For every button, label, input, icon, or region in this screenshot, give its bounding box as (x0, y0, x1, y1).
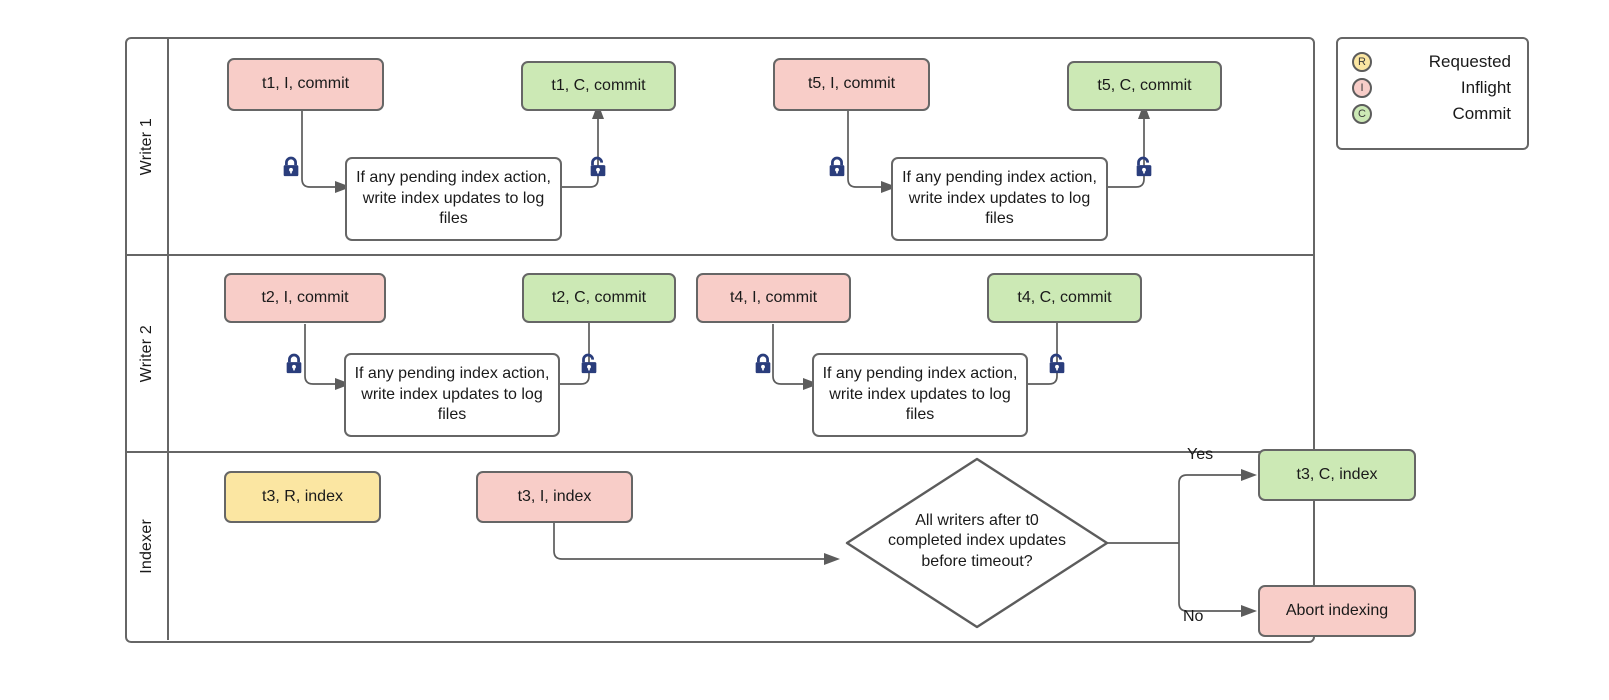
node-label: t5, C, commit (1097, 76, 1192, 94)
node-label: t4, I, commit (729, 288, 818, 306)
lane-label-writer-2: Writer 2 (138, 324, 155, 383)
node-t1-commit[interactable]: t1, C, commit (521, 61, 676, 111)
node-t5-process[interactable]: If any pending index action, write index… (891, 157, 1108, 241)
node-label: If any pending index action, write index… (822, 365, 1018, 424)
node-t5-inflight[interactable]: t5, I, commit (773, 58, 930, 111)
lock-open-icon (1136, 156, 1152, 177)
lane-writer-1: Writer 1 t1, I, (127, 39, 1313, 254)
node-label: t2, C, commit (551, 288, 647, 306)
lock-closed-icon (829, 156, 845, 177)
lock-open-icon (581, 353, 597, 374)
node-label: t2, I, commit (261, 288, 349, 306)
legend-box: R Requested I Inflight C Commit (1336, 37, 1529, 150)
branch-label-yes: Yes (1187, 446, 1214, 463)
badge-letter: R (1358, 56, 1366, 68)
lane-body-writer-1: t1, I, commit If any pending index actio… (169, 39, 1313, 254)
node-abort-indexing[interactable]: Abort indexing (1258, 585, 1416, 637)
node-t3-requested[interactable]: t3, R, index (224, 471, 381, 523)
node-label: t3, I, index (517, 487, 592, 505)
node-label: Abort indexing (1285, 601, 1389, 619)
lane-header-indexer: Indexer (127, 453, 169, 640)
badge-letter: I (1360, 82, 1364, 94)
node-label: If any pending index action, write index… (354, 365, 550, 424)
legend-label-commit: Commit (1452, 104, 1511, 123)
node-t2-commit[interactable]: t2, C, commit (522, 273, 676, 323)
lock-closed-icon (755, 353, 771, 374)
lock-open-icon (1049, 353, 1065, 374)
lock-closed-icon (286, 353, 302, 374)
swimlane-container: Writer 1 t1, I, (125, 37, 1416, 643)
node-t5-commit[interactable]: t5, C, commit (1067, 61, 1222, 111)
node-t1-inflight[interactable]: t1, I, commit (227, 58, 384, 111)
node-t3-commit[interactable]: t3, C, index (1258, 449, 1416, 501)
node-t1-process[interactable]: If any pending index action, write index… (345, 157, 562, 241)
lane-label-writer-1: Writer 1 (138, 117, 155, 176)
node-label: If any pending index action, write index… (356, 169, 551, 228)
inflight-badge-icon: I (1352, 78, 1372, 98)
commit-badge-icon: C (1352, 104, 1372, 124)
legend-item-requested: R Requested (1352, 49, 1513, 75)
node-label: t3, C, index (1296, 465, 1378, 483)
lane-indexer: Indexer All wri (127, 446, 1416, 640)
lane-body-indexer: All writers after t0 completed index upd… (169, 446, 1416, 640)
node-label: t3, R, index (262, 487, 343, 505)
lock-closed-icon (283, 156, 299, 177)
node-label: t1, I, commit (261, 75, 350, 93)
legend-item-commit: C Commit (1352, 101, 1513, 127)
node-label: t5, I, commit (807, 75, 896, 93)
node-label: If any pending index action, write index… (902, 169, 1097, 228)
node-t4-process[interactable]: If any pending index action, write index… (812, 353, 1028, 437)
branch-label-no: No (1183, 608, 1204, 625)
lane-header-writer-1: Writer 1 (127, 39, 169, 254)
lane-label-indexer: Indexer (138, 519, 155, 574)
requested-badge-icon: R (1352, 52, 1372, 72)
badge-letter: C (1358, 108, 1366, 120)
node-t2-inflight[interactable]: t2, I, commit (224, 273, 386, 323)
node-t4-commit[interactable]: t4, C, commit (987, 273, 1142, 323)
legend-label-requested: Requested (1428, 52, 1511, 71)
node-t3-inflight[interactable]: t3, I, index (476, 471, 633, 523)
node-t4-inflight[interactable]: t4, I, commit (696, 273, 851, 323)
lane-writer-2: Writer 2 t2, I, commit If any (127, 254, 1313, 451)
legend-label-inflight: Inflight (1460, 78, 1511, 97)
lane-body-writer-2: t2, I, commit If any pending index actio… (169, 256, 1313, 451)
lane-header-writer-2: Writer 2 (127, 256, 169, 451)
legend-item-inflight: I Inflight (1352, 75, 1513, 101)
node-label: t4, C, commit (1017, 288, 1112, 306)
decision-label: All writers after t0 completed index upd… (888, 512, 1066, 570)
node-label: t1, C, commit (551, 76, 646, 94)
lock-open-icon (590, 156, 606, 177)
node-t2-process[interactable]: If any pending index action, write index… (344, 353, 560, 437)
